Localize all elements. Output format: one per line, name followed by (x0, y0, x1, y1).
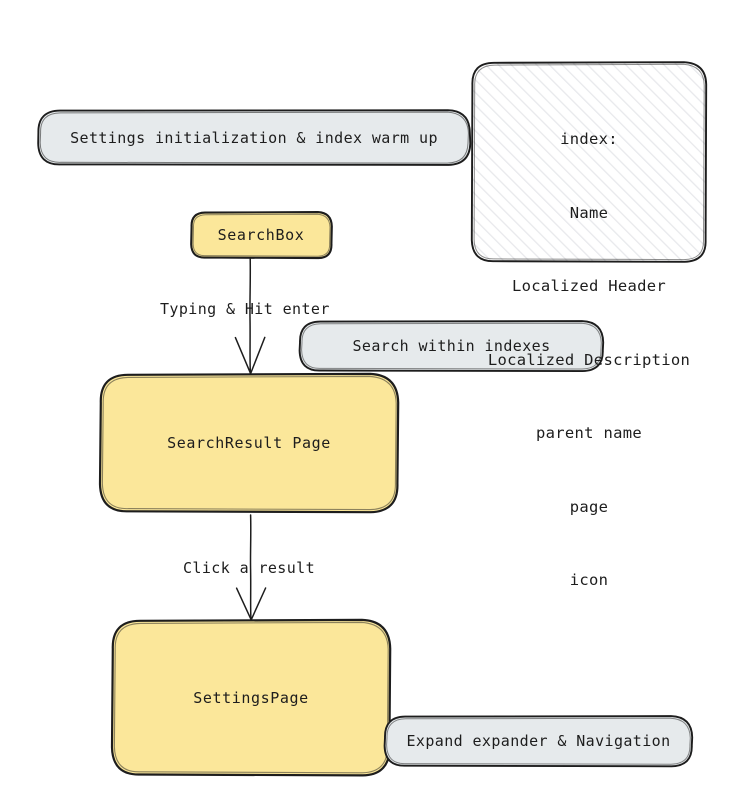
edge-click (235, 514, 267, 621)
node-index-box[interactable] (470, 61, 708, 263)
edge-label-click: Click a result (183, 559, 316, 577)
node-settingspage[interactable] (110, 618, 392, 777)
node-expand-note[interactable] (383, 715, 694, 768)
node-searchbox[interactable] (190, 211, 333, 260)
node-search-note[interactable] (298, 320, 605, 373)
edge-typing (234, 257, 266, 375)
node-warmup-note[interactable] (37, 109, 472, 166)
node-searchresult[interactable] (98, 372, 400, 514)
edge-label-typing: Typing & Hit enter (160, 300, 330, 318)
